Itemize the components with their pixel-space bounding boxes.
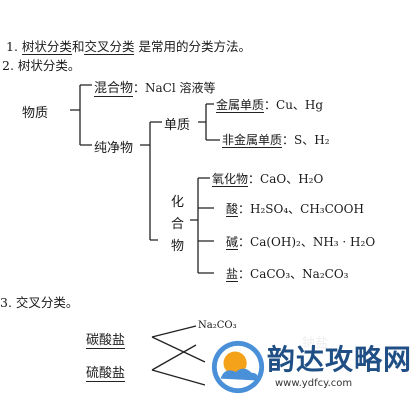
mixture-example: ：NaCl 溶液等 <box>133 81 216 95</box>
node-nonmetal-element: 非金属单质 <box>222 133 283 148</box>
node-acid-row: 酸：H₂SO₄、CH₃COOH <box>226 200 364 217</box>
base-example: ：Ca(OH)₂、NH₃ · H₂O <box>238 235 376 249</box>
compound-char-2: 合 <box>171 217 185 232</box>
node-pure-substance: 纯净物 <box>94 141 134 156</box>
sun-cloud-logo-icon <box>211 340 265 394</box>
node-metal-row: 金属单质：Cu、Hg <box>216 96 323 113</box>
node-base: 碱 <box>226 235 239 250</box>
watermark-text: 韵达攻略网 <box>267 343 413 376</box>
cross-left-carbonate: 碳酸盐 <box>86 329 126 349</box>
section3-heading: 3. 交叉分类。 <box>0 295 79 310</box>
watermark: 韵达攻略网 www.ydfcy.com <box>205 332 415 400</box>
acid-example: ：H₂SO₄、CH₃COOH <box>238 202 364 216</box>
node-oxide: 氧化物 <box>212 172 249 187</box>
compound-char-1: 化 <box>171 195 185 210</box>
node-acid: 酸 <box>226 202 239 217</box>
section1-tail: 是常用的分类方法。 <box>138 39 251 54</box>
node-nonmetal-row: 非金属单质：S、H₂ <box>222 131 330 148</box>
cross-left-sulfate: 硫酸盐 <box>86 362 126 382</box>
node-metal-element: 金属单质 <box>216 98 265 113</box>
cross-mid-na2co3: Na₂CO₃ <box>198 320 237 331</box>
nonmetal-example: ：S、H₂ <box>282 133 330 147</box>
salt-example: ：CaCO₃、Na₂CO₃ <box>238 267 349 281</box>
term-cross-classification: 交叉分类 <box>84 39 135 55</box>
metal-example: ：Cu、Hg <box>264 98 324 112</box>
node-salt-row: 盐：CaCO₃、Na₂CO₃ <box>226 265 348 282</box>
compound-char-3: 物 <box>171 239 185 254</box>
node-compound: 化 合 物 <box>171 192 187 258</box>
term-tree-classification: 树状分类 <box>21 39 72 55</box>
node-salt: 盐 <box>226 267 239 282</box>
section1-line: 1. 树状分类和交叉分类 是常用的分类方法。 <box>6 36 251 55</box>
node-element: 单质 <box>164 118 191 133</box>
node-base-row: 碱：Ca(OH)₂、NH₃ · H₂O <box>226 233 375 250</box>
node-matter: 物质 <box>22 106 49 121</box>
node-mixture-row: 混合物：NaCl 溶液等 <box>94 77 216 97</box>
oxide-example: ：CaO、H₂O <box>248 172 324 186</box>
section1-number: 1. <box>6 39 18 54</box>
watermark-url: www.ydfcy.com <box>275 378 353 389</box>
section2-heading: 2. 树状分类。 <box>2 58 81 73</box>
node-oxide-row: 氧化物：CaO、H₂O <box>212 170 323 187</box>
section1-and: 和 <box>71 39 85 54</box>
node-mixture: 混合物 <box>94 81 134 97</box>
